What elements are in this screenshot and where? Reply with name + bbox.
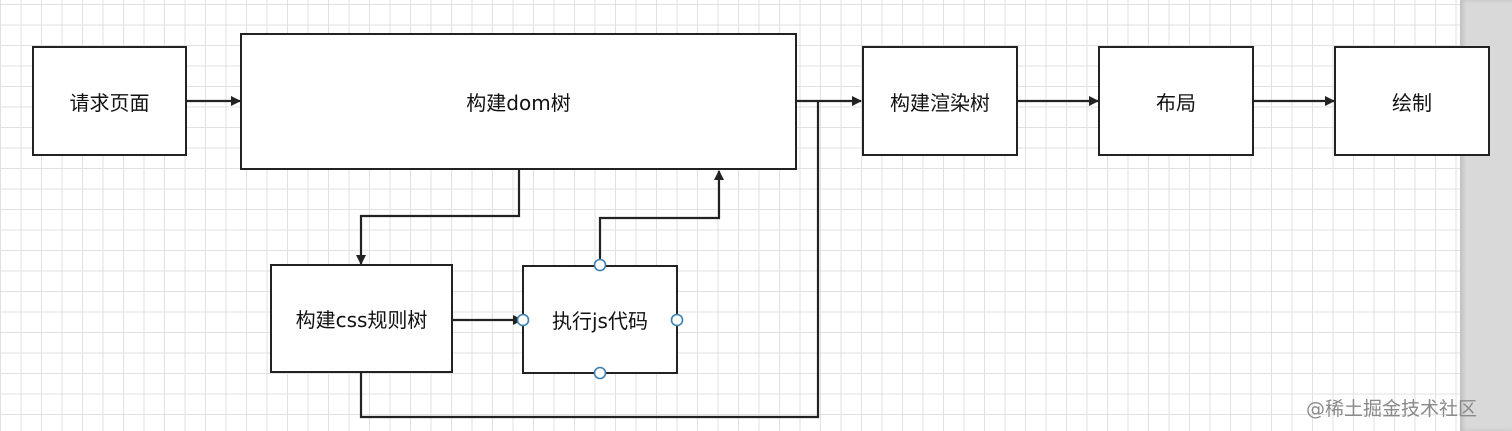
node-build-dom[interactable]: 构建dom树 [240,33,797,170]
node-label: 构建渲染树 [890,90,990,115]
node-exec-js[interactable]: 执行js代码 [522,265,678,374]
node-label: 构建css规则树 [295,308,428,332]
edge-js-to-dom [598,170,724,266]
node-layout[interactable]: 布局 [1098,46,1254,156]
node-build-css-rules[interactable]: 构建css规则树 [270,264,453,373]
node-label: 请求页面 [69,90,150,115]
node-label: 布局 [1156,90,1196,115]
edge-dom-to-css [356,170,521,265]
watermark: @稀土掘金技术社区 [1306,398,1478,420]
node-label: 构建dom树 [466,91,571,115]
node-label: 执行js代码 [552,309,648,333]
node-label: 绘制 [1392,90,1432,115]
node-paint[interactable]: 绘制 [1334,46,1490,156]
edge-css-to-render-return [359,101,820,419]
node-build-render-tree[interactable]: 构建渲染树 [862,46,1018,156]
node-request-page[interactable]: 请求页面 [32,46,187,156]
